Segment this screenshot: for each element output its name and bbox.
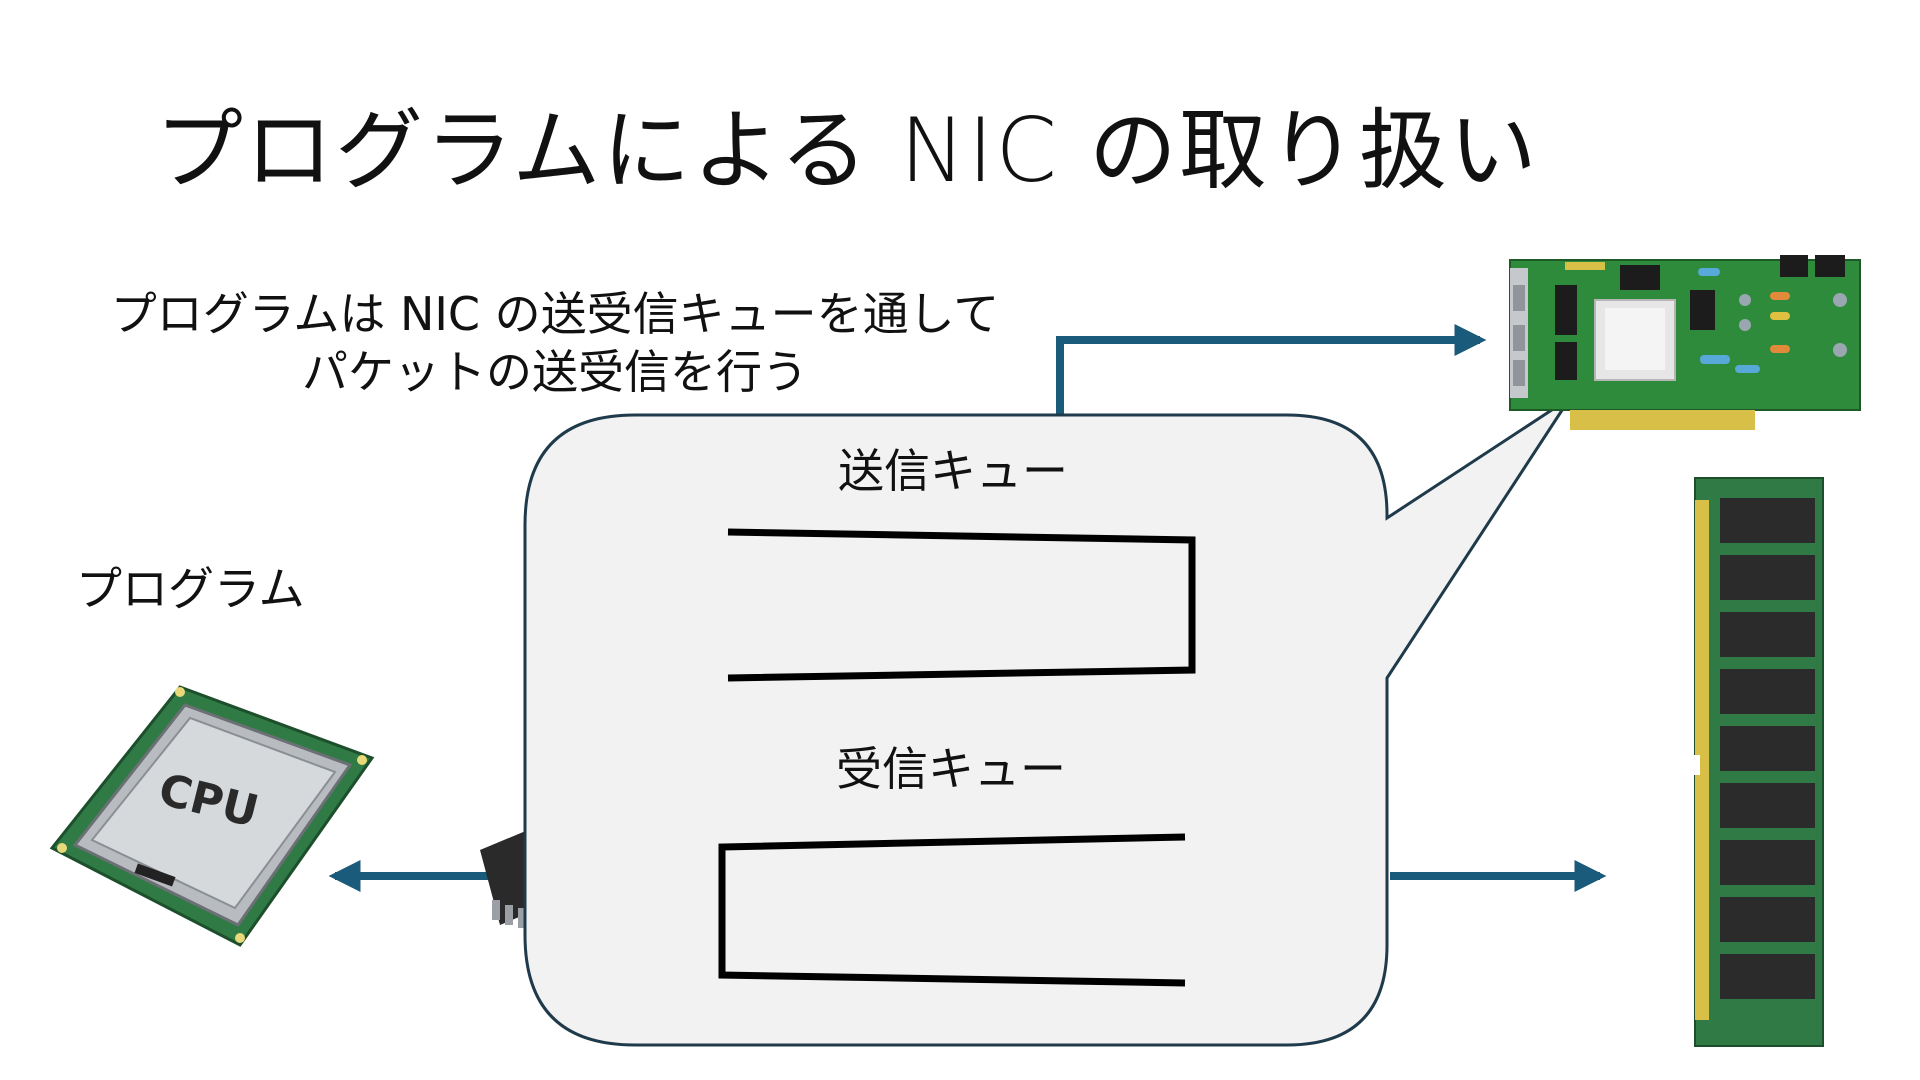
recv-queue: [718, 833, 1186, 987]
slide-title: プログラムによる NIC の取り扱い: [155, 99, 1539, 202]
send-queue-label: 送信キュー: [838, 444, 1068, 498]
send-queue: [727, 528, 1196, 682]
description: プログラムは NIC の送受信キューを通して パケットの送受信を行う: [80, 285, 1030, 401]
program-label: プログラム: [76, 562, 305, 616]
arrow-to-nic: [1056, 324, 1487, 420]
cpu-chip-icon: CPU: [49, 685, 375, 947]
speech-bubble: [523, 396, 1572, 1047]
description-line-1: プログラムは NIC の送受信キューを通して: [110, 287, 1000, 341]
description-line-2: パケットの送受信を行う: [302, 345, 808, 399]
ram-module-icon: [1690, 477, 1824, 1047]
nic-card-icon: [1509, 255, 1861, 430]
recv-queue-label: 受信キュー: [836, 742, 1066, 796]
